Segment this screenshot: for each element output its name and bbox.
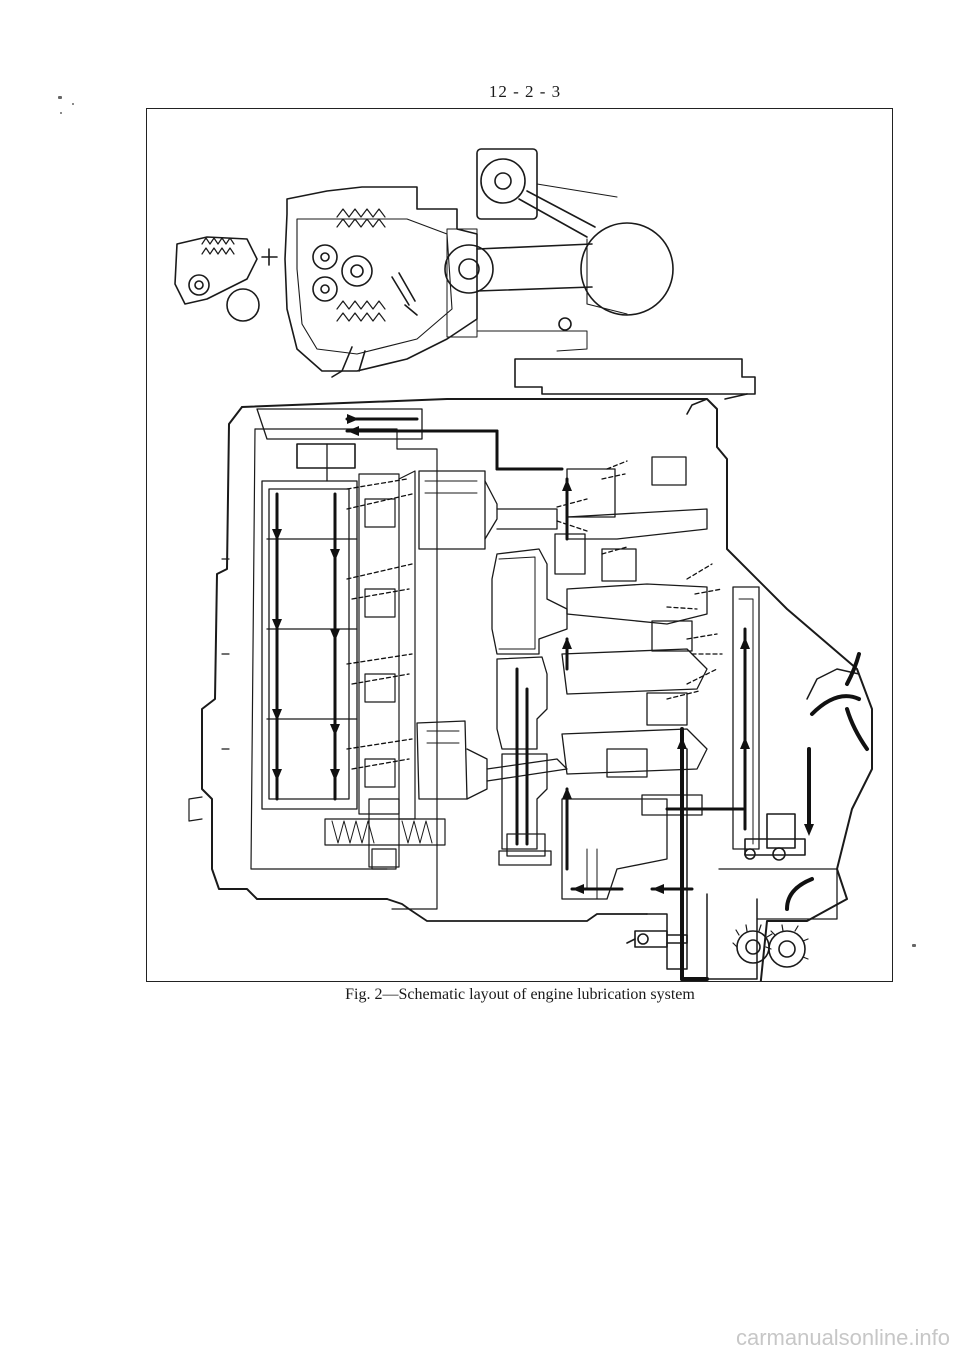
camshaft-bearings <box>346 470 416 820</box>
block-side-details <box>188 558 230 822</box>
engine-block-outline <box>201 398 873 981</box>
upper-oil-gallery <box>256 408 564 482</box>
oil-pressure-switch <box>626 930 688 948</box>
figure-frame <box>146 108 893 982</box>
rocker-detail <box>174 236 278 322</box>
cylinder-head-cross-section <box>174 148 674 378</box>
crankcase-rail <box>514 358 756 415</box>
oil-pan-outline <box>646 727 758 981</box>
scan-speck <box>912 944 916 947</box>
scan-speck <box>60 112 62 114</box>
page-number: 12 - 2 - 3 <box>488 82 562 101</box>
figure-caption: Fig. 2—Schematic layout of engine lubric… <box>345 986 695 1003</box>
watermark: carmanualsonline.info <box>735 1325 950 1350</box>
piston-upper <box>418 470 558 550</box>
lubrication-schematic-illustration <box>174 148 873 981</box>
main-bearings <box>554 456 723 900</box>
crankcase-return-flow <box>718 652 869 920</box>
oil-delivery-pipe <box>713 586 806 861</box>
piston-lower <box>416 720 568 800</box>
scan-speck <box>72 103 74 105</box>
cam-drive-assembly <box>324 798 446 870</box>
scan-speck <box>58 96 62 99</box>
cylinder-head-galleries <box>261 480 358 810</box>
crankshaft <box>491 548 568 866</box>
oil-pump <box>732 924 809 968</box>
